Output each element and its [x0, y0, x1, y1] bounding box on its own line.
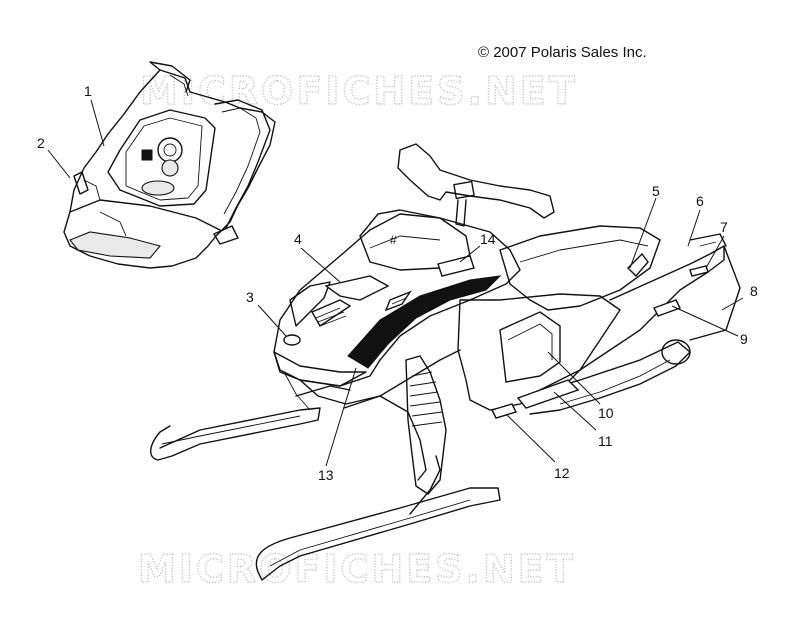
callout-2: 2	[37, 135, 45, 151]
callout-12: 12	[554, 465, 570, 481]
copyright-notice: © 2007 Polaris Sales Inc.	[478, 44, 647, 61]
side-window-decal	[499, 311, 561, 383]
vent-grille	[315, 307, 347, 327]
seat-decal	[627, 252, 649, 278]
front-suspension	[405, 355, 447, 495]
callout-13: 13	[318, 467, 334, 483]
right-ski	[255, 487, 501, 581]
rear-decal-9	[653, 299, 681, 317]
console-decal	[437, 255, 475, 277]
lower-decal-12	[491, 403, 517, 419]
lower-decal-11	[516, 379, 580, 409]
svg-text:#: #	[390, 233, 397, 247]
callout-7: 7	[720, 219, 728, 235]
callout-11: 11	[598, 433, 613, 449]
console-assembly	[63, 61, 276, 269]
side-stripe-decal	[347, 275, 502, 369]
watermark-top: MICROFICHES.NET	[140, 69, 578, 113]
watermark-bottom: MICROFICHES.NET	[138, 547, 576, 591]
side-panel	[457, 293, 621, 411]
handlebar	[397, 143, 555, 219]
callout-8: 8	[750, 283, 758, 299]
callout-14: 14	[480, 231, 496, 247]
callout-3: 3	[246, 289, 254, 305]
callout-4: 4	[294, 231, 302, 247]
callout-10: 10	[598, 405, 614, 421]
callout-6: 6	[696, 193, 704, 209]
callout-9: 9	[740, 331, 748, 347]
callout-leaders	[47, 99, 744, 467]
left-ski	[150, 407, 321, 461]
console-switch-icon	[141, 149, 153, 161]
hood-decal	[324, 275, 390, 301]
callout-5: 5	[652, 183, 660, 199]
tunnel	[519, 245, 725, 401]
track	[529, 341, 691, 415]
windshield	[359, 209, 471, 271]
hood-badge	[283, 334, 301, 346]
callout-1: 1	[84, 83, 92, 99]
rear-decal-7	[689, 265, 709, 277]
callout-labels: 1 2 3 4 5 6 7 8 9 10 11 12 13 14	[37, 83, 758, 483]
hood	[273, 213, 521, 387]
